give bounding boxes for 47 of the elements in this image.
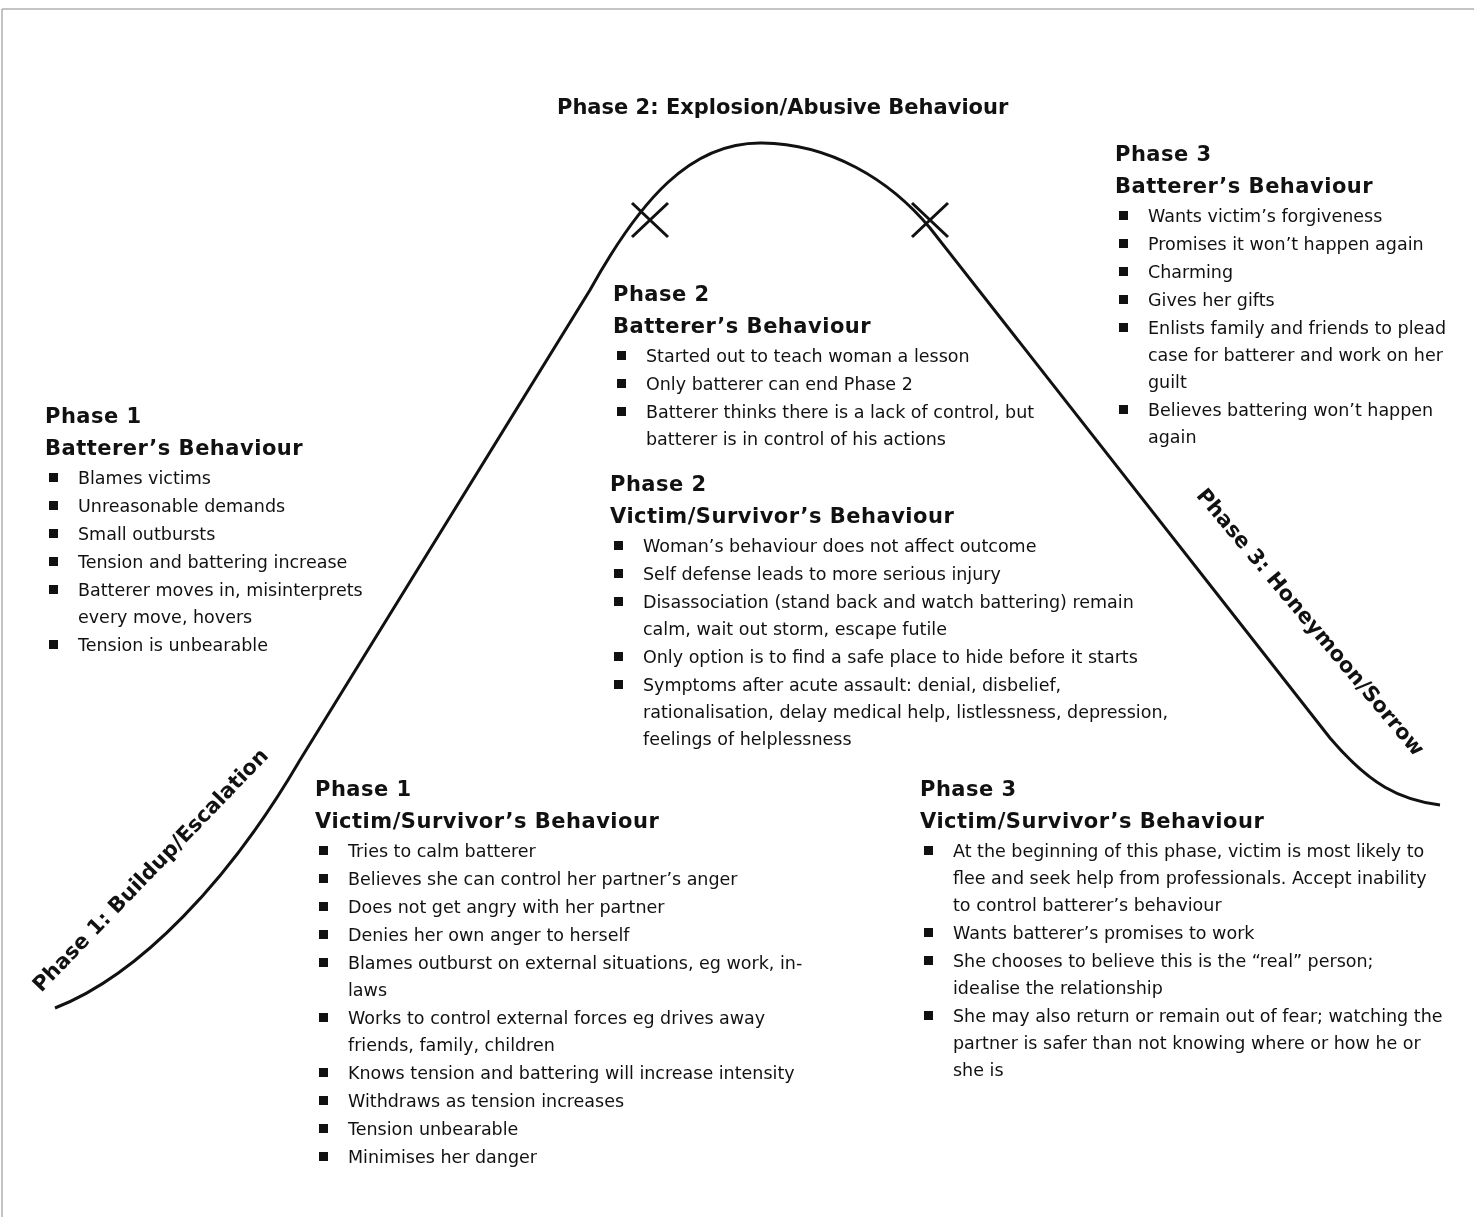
bullet-text: Self defense leads to more serious injury bbox=[643, 563, 1001, 586]
bullet-text: Wants batterer’s promises to work bbox=[953, 922, 1255, 945]
bullet-text: Does not get angry with her partner bbox=[348, 896, 665, 919]
bullet-text: Believes battering won’t happen again bbox=[1148, 399, 1435, 449]
bullet-text: Blames victims bbox=[78, 467, 211, 490]
bullet-text: Woman’s behaviour does not affect outcome bbox=[643, 535, 1037, 558]
bullet-text: Charming bbox=[1148, 261, 1234, 284]
bullet-text: Small outbursts bbox=[78, 523, 216, 546]
bullet-text: Only option is to find a safe place to hide before it starts bbox=[643, 646, 1138, 669]
bullet-text: Tension and battering increase bbox=[78, 551, 348, 574]
bullet-text: Symptoms after acute assault: denial, disbelief, rationalisation, delay medical help, listlessness, depression, feelings of helplessness bbox=[643, 674, 1170, 751]
section-heading: Phase 1 bbox=[315, 776, 412, 803]
section-heading: Phase 1 bbox=[45, 403, 142, 430]
section-heading: Phase 3 bbox=[920, 776, 1017, 803]
bullet-text: Started out to teach woman a lesson bbox=[646, 345, 970, 368]
bullet-text: Disassociation (stand back and watch battering) remain calm, wait out storm, escape futile bbox=[643, 591, 1135, 641]
section-heading: Phase 2 bbox=[610, 471, 707, 498]
bullet-text: She may also return or remain out of fear; watching the partner is safer than not knowing where or how he or she is bbox=[953, 1005, 1444, 1082]
section-heading: Batterer’s Behaviour bbox=[45, 435, 304, 462]
bullet-text: Blames outburst on external situations, eg work, in-laws bbox=[348, 952, 804, 1002]
bullet-text: Tries to calm batterer bbox=[348, 840, 536, 863]
bullet-text: Works to control external forces eg drives away friends, family, children bbox=[348, 1007, 767, 1057]
section-heading: Victim/Survivor’s Behaviour bbox=[610, 503, 955, 530]
bullet-text: Tension unbearable bbox=[348, 1118, 519, 1141]
section-heading: Phase 3 bbox=[1115, 141, 1212, 168]
section-heading: Victim/Survivor’s Behaviour bbox=[920, 808, 1265, 835]
section-heading: Phase 2 bbox=[613, 281, 710, 308]
bullet-text: Denies her own anger to herself bbox=[348, 924, 630, 947]
bullet-text: Believes she can control her partner’s anger bbox=[348, 868, 738, 891]
section-heading: Batterer’s Behaviour bbox=[1115, 173, 1374, 200]
bullet-text: Wants victim’s forgiveness bbox=[1148, 205, 1383, 228]
bullet-text: Batterer thinks there is a lack of control, but batterer is in control of his actions bbox=[646, 401, 1036, 451]
section-heading: Batterer’s Behaviour bbox=[613, 313, 872, 340]
bullet-text: Knows tension and battering will increase intensity bbox=[348, 1062, 795, 1085]
peak-heading: Phase 2: Explosion/Abusive Behaviour bbox=[557, 95, 1009, 119]
bullet-text: At the beginning of this phase, victim is most likely to flee and seek help from professionals. Accept inability to control batterer’s behaviour bbox=[953, 840, 1428, 917]
bullet-text: Only batterer can end Phase 2 bbox=[646, 373, 913, 396]
bullet-text: Tension is unbearable bbox=[78, 634, 268, 657]
bullet-text: She chooses to believe this is the “real” person; idealise the relationship bbox=[953, 950, 1375, 1000]
section-heading: Victim/Survivor’s Behaviour bbox=[315, 808, 660, 835]
bullet-text: Minimises her danger bbox=[348, 1146, 537, 1169]
bullet-text: Unreasonable demands bbox=[78, 495, 286, 518]
bullet-text: Withdraws as tension increases bbox=[348, 1090, 625, 1113]
bullet-text: Promises it won’t happen again bbox=[1148, 233, 1424, 256]
bullet-text: Gives her gifts bbox=[1148, 289, 1275, 312]
bullet-text: Batterer moves in, misinterprets every move, hovers bbox=[78, 579, 364, 629]
bullet-text: Enlists family and friends to plead case for batterer and work on her guilt bbox=[1148, 317, 1448, 394]
